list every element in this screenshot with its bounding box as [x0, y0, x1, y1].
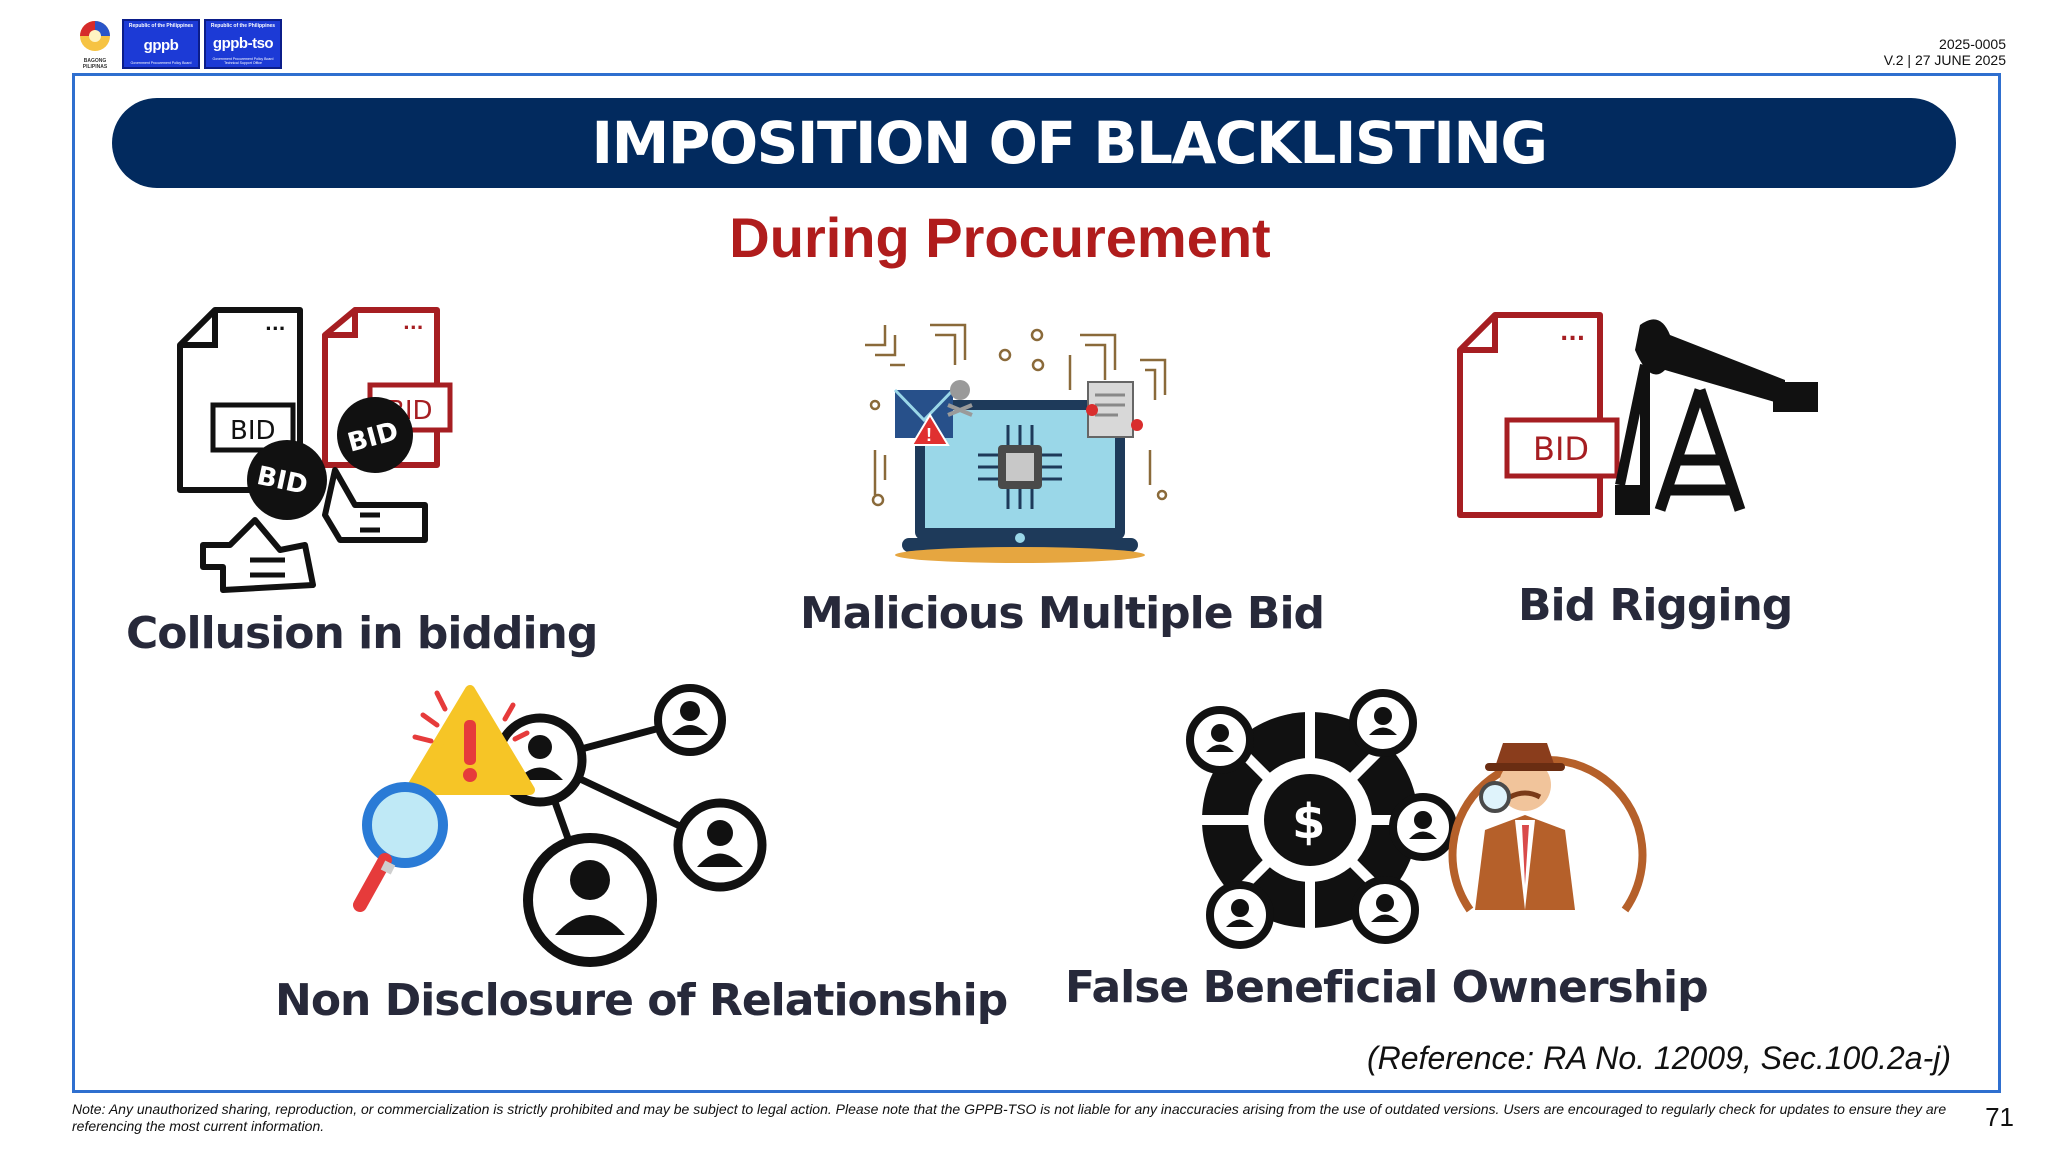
- document-version: V.2 | 27 JUNE 2025: [1883, 52, 2006, 68]
- gppb-logo-name: gppb: [143, 36, 179, 54]
- ownership-detective-icon: $: [1186, 689, 1647, 949]
- reference-citation: (Reference: RA No. 12009, Sec.100.2a-j): [1366, 1040, 1951, 1076]
- sun-seal-icon: [80, 21, 110, 51]
- svg-text:...: ...: [403, 313, 424, 334]
- page-title: IMPOSITION OF BLACKLISTING: [591, 109, 1548, 177]
- svg-text:...: ...: [265, 314, 286, 335]
- gppb-logo-bottom: Government Procurement Policy Board: [130, 61, 192, 65]
- item-label-bid-rigging: Bid Rigging: [1518, 580, 1793, 631]
- laptop-malware-icon: !: [865, 323, 1168, 563]
- tso-logo-bottom: Government Procurement Policy Board Tech…: [212, 57, 274, 65]
- content-frame: [72, 73, 2001, 1093]
- seal-caption: BAGONG PILIPINAS: [82, 58, 108, 70]
- tso-logo-top: Republic of the Philippines: [210, 23, 276, 29]
- document-number: 2025-0005: [1939, 36, 2006, 52]
- document-info: 2025-0005 V.2 | 27 JUNE 2025: [1884, 36, 2006, 68]
- item-label-non-disclosure: Non Disclosure of Relationship: [275, 975, 1008, 1026]
- gppb-logo: Republic of the Philippines gppb Governm…: [122, 19, 200, 69]
- item-label-collusion: Collusion in bidding: [126, 608, 598, 659]
- gppb-tso-logo: Republic of the Philippines gppb-tso Gov…: [204, 19, 282, 69]
- svg-text:!: !: [926, 425, 932, 445]
- svg-text:...: ...: [1560, 321, 1585, 346]
- item-label-malicious-multiple-bid: Malicious Multiple Bid: [800, 588, 1325, 639]
- page-subtitle: During Procurement: [729, 206, 1271, 269]
- item-label-false-beneficial-ownership: False Beneficial Ownership: [1065, 962, 1709, 1013]
- page-number: 71: [1985, 1102, 2014, 1132]
- bagong-pilipinas-logo: BAGONG PILIPINAS: [72, 18, 118, 70]
- bid-label-black: BID: [230, 416, 276, 446]
- footer-note: Note: Any unauthorized sharing, reproduc…: [72, 1101, 1947, 1134]
- collusion-icon: ... ... BID BID BID BID: [177, 307, 453, 593]
- bid-rigging-doc-label: BID: [1533, 430, 1589, 468]
- tso-logo-name: gppb-tso: [212, 34, 274, 52]
- svg-text:$: $: [1292, 794, 1325, 850]
- gppb-logo-top: Republic of the Philippines: [128, 23, 194, 29]
- header-logos: BAGONG PILIPINAS Republic of the Philipp…: [72, 18, 282, 70]
- bid-rigging-icon: ... BID: [1457, 312, 1818, 518]
- title-banner: IMPOSITION OF BLACKLISTING: [112, 98, 1956, 188]
- network-warning-icon: [353, 684, 767, 967]
